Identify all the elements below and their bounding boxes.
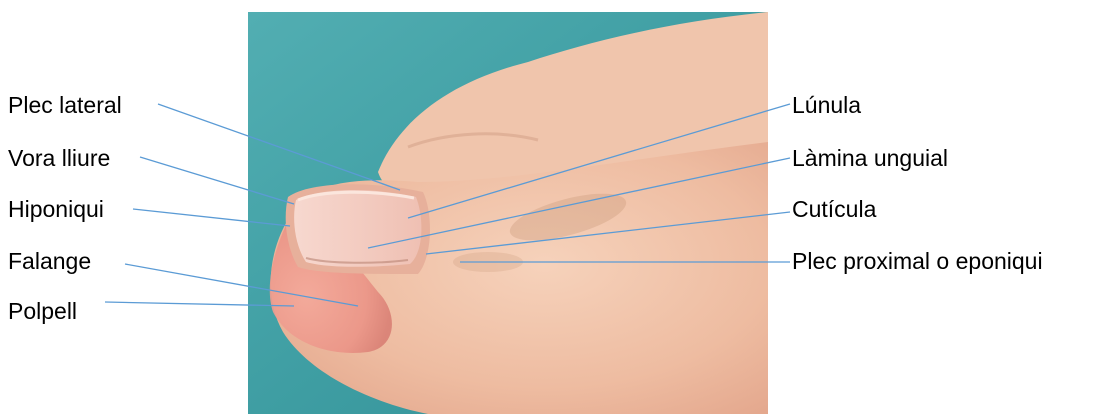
label-vora-lliure: Vora lliure xyxy=(8,145,110,171)
label-lunula: Lúnula xyxy=(792,92,861,118)
label-polpell: Polpell xyxy=(8,298,77,324)
label-cuticula: Cutícula xyxy=(792,196,876,222)
label-plec-proximal: Plec proximal o eponiqui xyxy=(792,248,1043,274)
toe-nail-photo xyxy=(248,12,768,414)
label-hiponiqui: Hiponiqui xyxy=(8,196,104,222)
label-falange: Falange xyxy=(8,248,91,274)
label-plec-lateral: Plec lateral xyxy=(8,92,122,118)
label-lamina-unguial: Làmina unguial xyxy=(792,145,948,171)
